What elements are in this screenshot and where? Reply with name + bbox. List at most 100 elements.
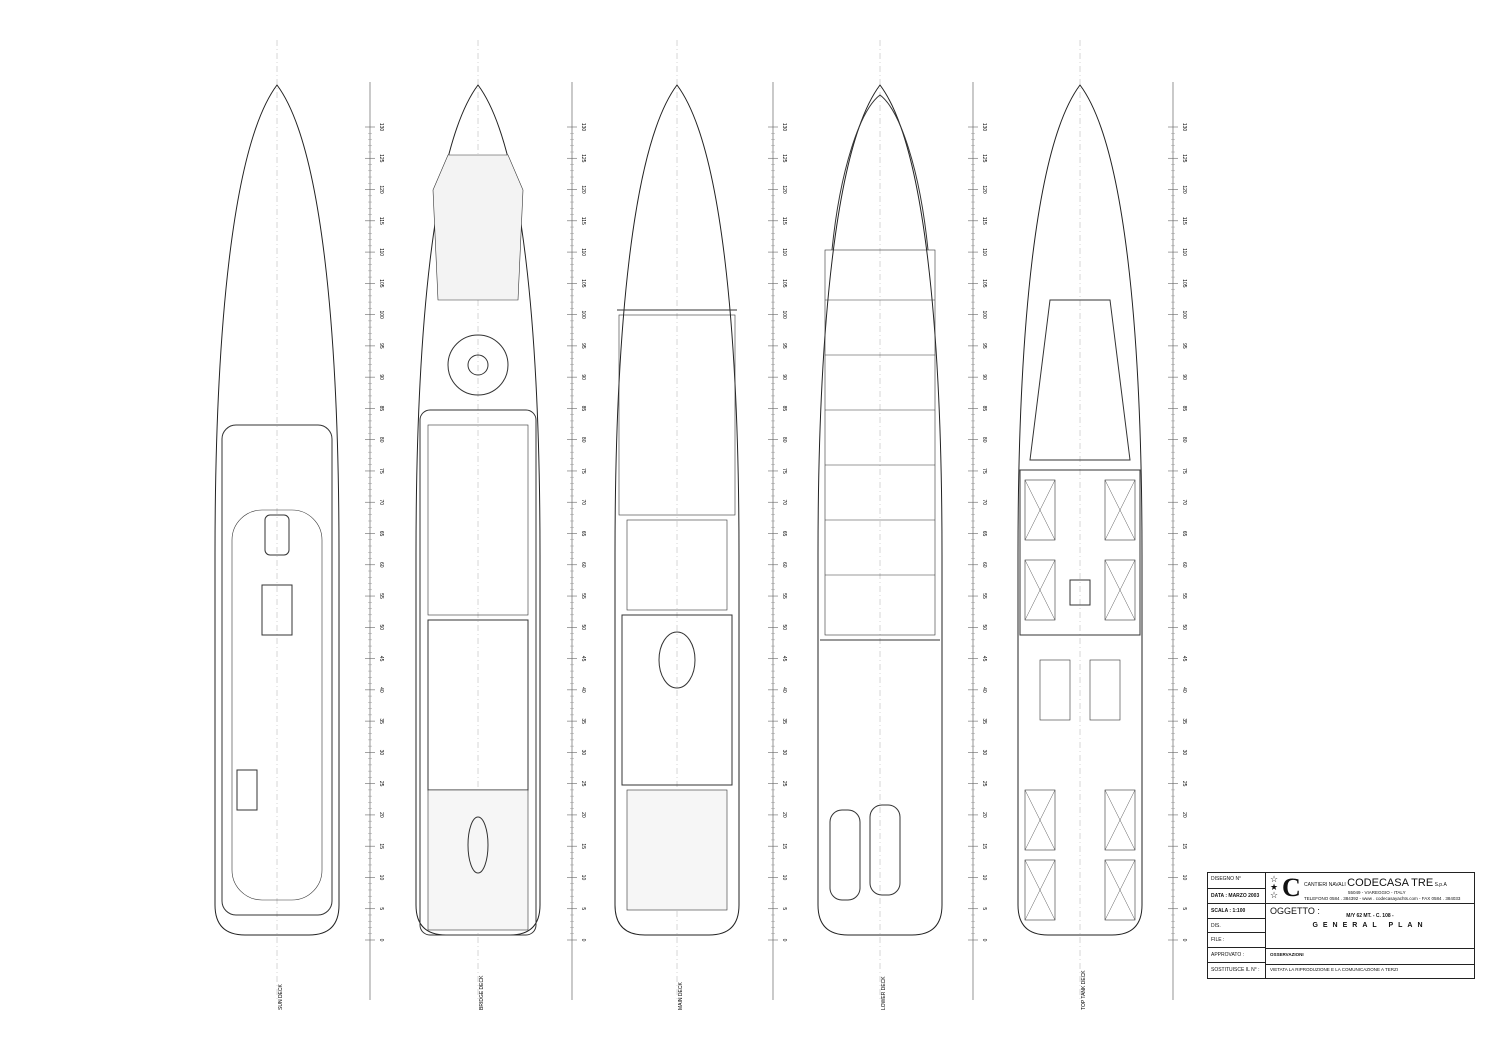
ruler-tick-label: 25 (1181, 781, 1187, 787)
ruler-tick-label: 85 (1181, 406, 1187, 412)
ruler-tick-label: 45 (981, 656, 987, 662)
ruler-tick-label: 120 (378, 185, 384, 194)
ruler-tick-label: 110 (580, 248, 586, 256)
ruler-tick-label: 35 (781, 718, 787, 724)
tank-cross (1024, 789, 1056, 851)
ruler-tick-label: 45 (378, 656, 384, 662)
ruler-tick-label: 10 (981, 875, 987, 881)
title-block: DISEGNO N° DATA : MARZO 2003 SCALA : 1:1… (1207, 872, 1475, 979)
ruler-tick-label: 5 (378, 907, 384, 910)
ruler-tick-label: 120 (580, 185, 586, 194)
ruler-tick-label: 30 (981, 750, 987, 756)
tender-1 (829, 809, 861, 901)
ruler-tick-label: 80 (781, 437, 787, 443)
ruler-tick-label: 20 (981, 812, 987, 818)
dining-table (658, 631, 696, 689)
ruler-tick-label: 90 (981, 374, 987, 380)
ruler-tick-label: 55 (781, 593, 787, 599)
superstructure (419, 409, 537, 936)
deck-label: SUN DECK (278, 983, 284, 1010)
ruler-tick-label: 85 (981, 406, 987, 412)
ruler-tick-label: 75 (580, 468, 586, 474)
ruler-tick-label: 105 (781, 279, 787, 288)
ruler-tick-label: 60 (981, 562, 987, 568)
aft-deck (626, 789, 728, 911)
deck-label: BRIDGE DECK (479, 975, 485, 1010)
ruler-tick-label: 105 (981, 279, 987, 288)
ruler-tick-label: 70 (580, 499, 586, 505)
ruler-tick-label: 90 (378, 374, 384, 380)
ruler-tick-label: 95 (781, 343, 787, 349)
ruler-tick-label: 80 (1181, 437, 1187, 443)
ruler-tick-label: 125 (781, 154, 787, 163)
ruler-tick-label: 40 (378, 687, 384, 693)
helipad-center (467, 354, 489, 376)
ruler-tick-label: 85 (580, 406, 586, 412)
tank (1024, 859, 1056, 921)
ruler-tick-label: 80 (580, 437, 586, 443)
ruler-tick-label: 5 (781, 907, 787, 910)
ruler-tick-label: 115 (1181, 217, 1187, 225)
ruler-tick-label: 120 (781, 185, 787, 194)
ruler-tick-label: 50 (981, 625, 987, 631)
ruler-tick-label: 0 (378, 939, 384, 942)
ruler-tick-label: 35 (1181, 718, 1187, 724)
engine-port (1039, 659, 1071, 721)
ruler-tick-label: 85 (378, 406, 384, 412)
deck-plan-2: BRIDGE DECK (415, 40, 541, 1010)
ruler-tick-label: 115 (781, 217, 787, 225)
ruler-tick-label: 130 (1181, 123, 1187, 132)
ruler-tick-label: 15 (580, 843, 586, 849)
drawing-number-label: DISEGNO N° (1208, 873, 1265, 889)
ruler-tick-label: 0 (580, 939, 586, 942)
ruler-tick-label: 45 (1181, 656, 1187, 662)
vip-cabins (618, 314, 736, 516)
ruler-tick-label: 55 (1181, 593, 1187, 599)
owner-suite (427, 424, 529, 616)
ruler-tick-label: 110 (1181, 248, 1187, 256)
ruler-tick-label: 65 (781, 531, 787, 537)
copyright-notice: VIETATA LA RIPRODUZIONE E LA COMUNICAZIO… (1266, 964, 1474, 974)
ruler-tick-label: 20 (1181, 812, 1187, 818)
foredeck-teak (432, 154, 524, 301)
bar-structure (261, 584, 293, 636)
ruler-tick-label: 110 (781, 248, 787, 256)
notes-label: OSSERVAZIONI (1270, 952, 1304, 957)
ruler-tick-label: 30 (1181, 750, 1187, 756)
ruler-tick-label: 120 (1181, 185, 1187, 194)
ruler-tick-label: 105 (378, 279, 384, 288)
ruler-tick-label: 70 (781, 499, 787, 505)
ruler-tick-label: 100 (580, 310, 586, 319)
tank-cross (1024, 479, 1056, 541)
ruler-tick-label: 90 (580, 374, 586, 380)
ruler-tick-label: 100 (981, 310, 987, 319)
ruler-tick-label: 15 (981, 843, 987, 849)
frame-ruler: 1301251201151101051009590858075706560555… (1168, 82, 1187, 1000)
ruler-tick-label: 10 (580, 875, 586, 881)
ruler-tick-label: 115 (981, 217, 987, 225)
tank-block (1019, 469, 1141, 636)
ruler-tick-label: 60 (378, 562, 384, 568)
tank (1024, 789, 1056, 851)
company-prefix: CANTIERI NAVALI (1304, 882, 1346, 888)
ruler-tick-label: 70 (1181, 499, 1187, 505)
stars-icon: ☆★☆ (1270, 874, 1279, 900)
hull-outline (614, 84, 740, 936)
frame-ruler: 1301251201151101051009590858075706560555… (768, 82, 787, 1000)
ruler-tick-label: 105 (580, 279, 586, 288)
ruler-tick-label: 120 (981, 185, 987, 194)
ruler-tick-label: 115 (580, 217, 586, 225)
ruler-tick-label: 45 (580, 656, 586, 662)
ruler-tick-label: 80 (981, 437, 987, 443)
ruler-tick-label: 130 (378, 123, 384, 132)
ruler-tick-label: 70 (981, 499, 987, 505)
tank (1104, 859, 1136, 921)
tank-cross (1024, 559, 1056, 621)
engine-starboard (1089, 659, 1121, 721)
ruler-tick-label: 55 (378, 593, 384, 599)
ruler-tick-label: 40 (781, 687, 787, 693)
ruler-tick-label: 50 (580, 625, 586, 631)
galley-area (626, 519, 728, 611)
ruler-tick-label: 130 (781, 123, 787, 132)
tank (1104, 789, 1136, 851)
